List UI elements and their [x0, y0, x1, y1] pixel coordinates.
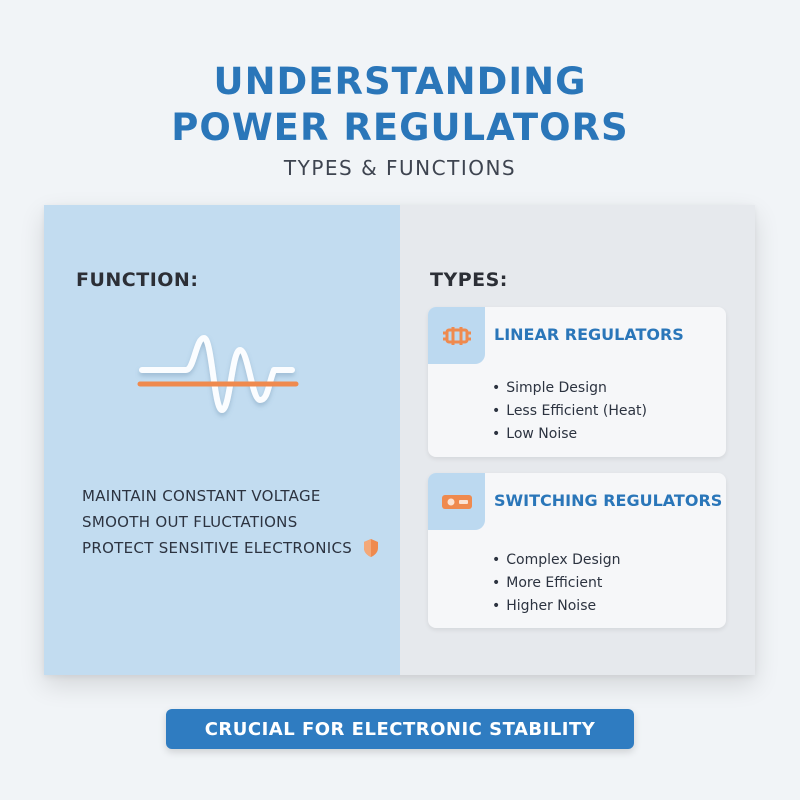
function-pane: FUNCTION: MAINTAIN CONSTANT VOLTAGE SMOO…	[44, 205, 400, 675]
stability-banner: CRUCIAL FOR ELECTRONIC STABILITY	[166, 709, 634, 749]
types-heading: TYPES:	[430, 269, 508, 291]
card-title: LINEAR REGULATORS	[494, 325, 684, 344]
linear-regulators-card: LINEAR REGULATORS Simple Design Less Eff…	[428, 307, 726, 457]
function-heading: FUNCTION:	[76, 269, 199, 291]
bullet-list: Simple Design Less Efficient (Heat) Low …	[492, 377, 647, 446]
linear-regulator-icon	[428, 307, 485, 364]
function-item: PROTECT SENSITIVE ELECTRONICS	[82, 535, 380, 561]
switching-regulators-card: SWITCHING REGULATORS Complex Design More…	[428, 473, 726, 628]
function-item: SMOOTH OUT FLUCTATIONS	[82, 513, 298, 531]
list-item: Higher Noise	[492, 595, 620, 618]
switching-regulator-icon	[428, 473, 485, 530]
list-item: Complex Design	[492, 549, 620, 572]
page-title-line2: POWER REGULATORS	[171, 106, 629, 149]
page-subtitle: TYPES & FUNCTIONS	[283, 156, 517, 180]
shield-icon	[364, 539, 379, 557]
bullet-list: Complex Design More Efficient Higher Noi…	[492, 549, 620, 618]
types-pane: TYPES: LINEAR REGULATORS Simple Design L…	[400, 205, 755, 675]
waveform-icon	[137, 335, 299, 413]
content-panel: FUNCTION: MAINTAIN CONSTANT VOLTAGE SMOO…	[44, 205, 755, 675]
list-item: Low Noise	[492, 423, 647, 446]
list-item: Simple Design	[492, 377, 647, 400]
list-item: More Efficient	[492, 572, 620, 595]
function-item: MAINTAIN CONSTANT VOLTAGE	[82, 487, 321, 505]
list-item: Less Efficient (Heat)	[492, 400, 647, 423]
page-title-line1: UNDERSTANDING	[213, 60, 587, 103]
card-title: SWITCHING REGULATORS	[494, 491, 723, 510]
function-list: MAINTAIN CONSTANT VOLTAGE SMOOTH OUT FLU…	[82, 483, 380, 561]
